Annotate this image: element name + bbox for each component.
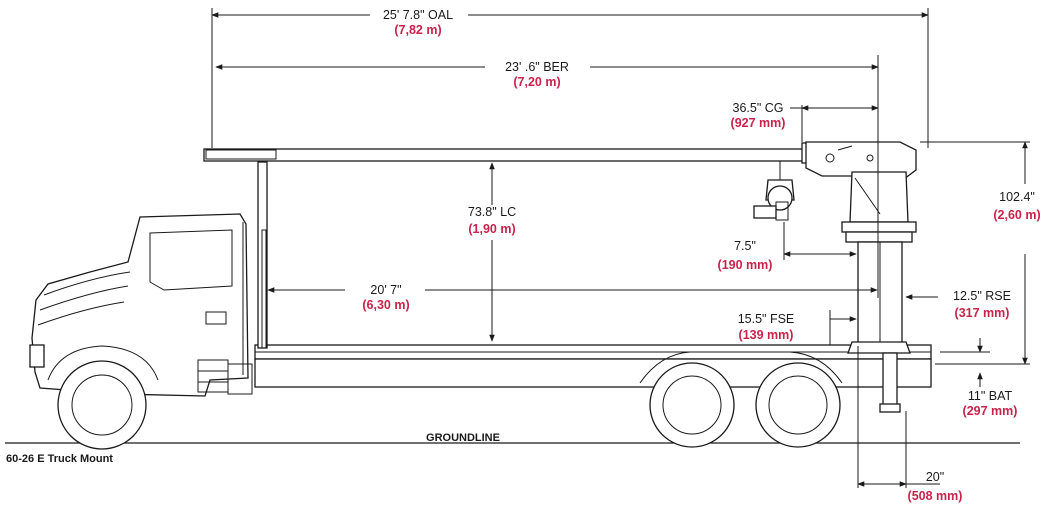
dim-base-label: 20' 7" [370,283,401,297]
dim-lc: 73.8" LC (1,90 m) [468,162,516,342]
dim-hook-metric: (190 mm) [718,258,773,272]
dim-fse-label: 15.5" FSE [738,312,795,326]
dim-fse: 15.5" FSE (139 mm) [738,310,857,345]
dim-ber: 23' .6" BER (7,20 m) [215,55,879,298]
dim-outrigger-metric: (508 mm) [908,489,963,503]
dim-rse-metric: (317 mm) [955,306,1010,320]
dim-cg-metric: (927 mm) [731,116,786,130]
front-wheel [47,345,159,450]
dim-base: 20' 7" (6,30 m) [267,283,878,312]
dim-rse: 12.5" RSE (317 mm) [905,289,1011,320]
outrigger [847,341,911,413]
crane-column [841,171,917,347]
dim-rse-label: 12.5" RSE [953,289,1011,303]
hook-block [753,161,795,221]
dim-height-label: 102.4" [999,190,1035,204]
dim-hook-label: 7.5" [734,239,756,253]
dim-oal-metric: (7,82 m) [394,23,441,37]
dim-outrigger-label: 20" [926,470,944,484]
dim-bat: 11" BAT (297 mm) [940,338,1017,418]
dim-outrigger: 20" (508 mm) [857,346,963,503]
dim-ber-label: 23' .6" BER [505,60,569,74]
dim-cg: 36.5" CG (927 mm) [731,101,879,142]
truck-body [29,161,932,397]
dim-hook: 7.5" (190 mm) [718,222,857,272]
dim-oal: 25' 7.8" OAL (7,82 m) [211,8,929,148]
dim-lc-label: 73.8" LC [468,205,516,219]
diagram-title: 60-26 E Truck Mount [6,453,113,465]
dim-cg-label: 36.5" CG [733,101,784,115]
dim-oal-label: 25' 7.8" OAL [383,8,453,22]
dim-bat-label: 11" BAT [968,389,1013,403]
dim-ber-metric: (7,20 m) [513,75,560,89]
crane-boom [203,142,821,164]
dim-lc-metric: (1,90 m) [468,222,515,236]
rear-wheels [639,351,843,448]
dim-height: 102.4" (2,60 m) [920,141,1041,365]
dim-fse-metric: (139 mm) [739,328,794,342]
dim-base-metric: (6,30 m) [362,298,409,312]
groundline-label: GROUNDLINE [426,432,500,444]
dim-bat-metric: (297 mm) [963,404,1018,418]
dim-height-metric: (2,60 m) [993,208,1040,222]
